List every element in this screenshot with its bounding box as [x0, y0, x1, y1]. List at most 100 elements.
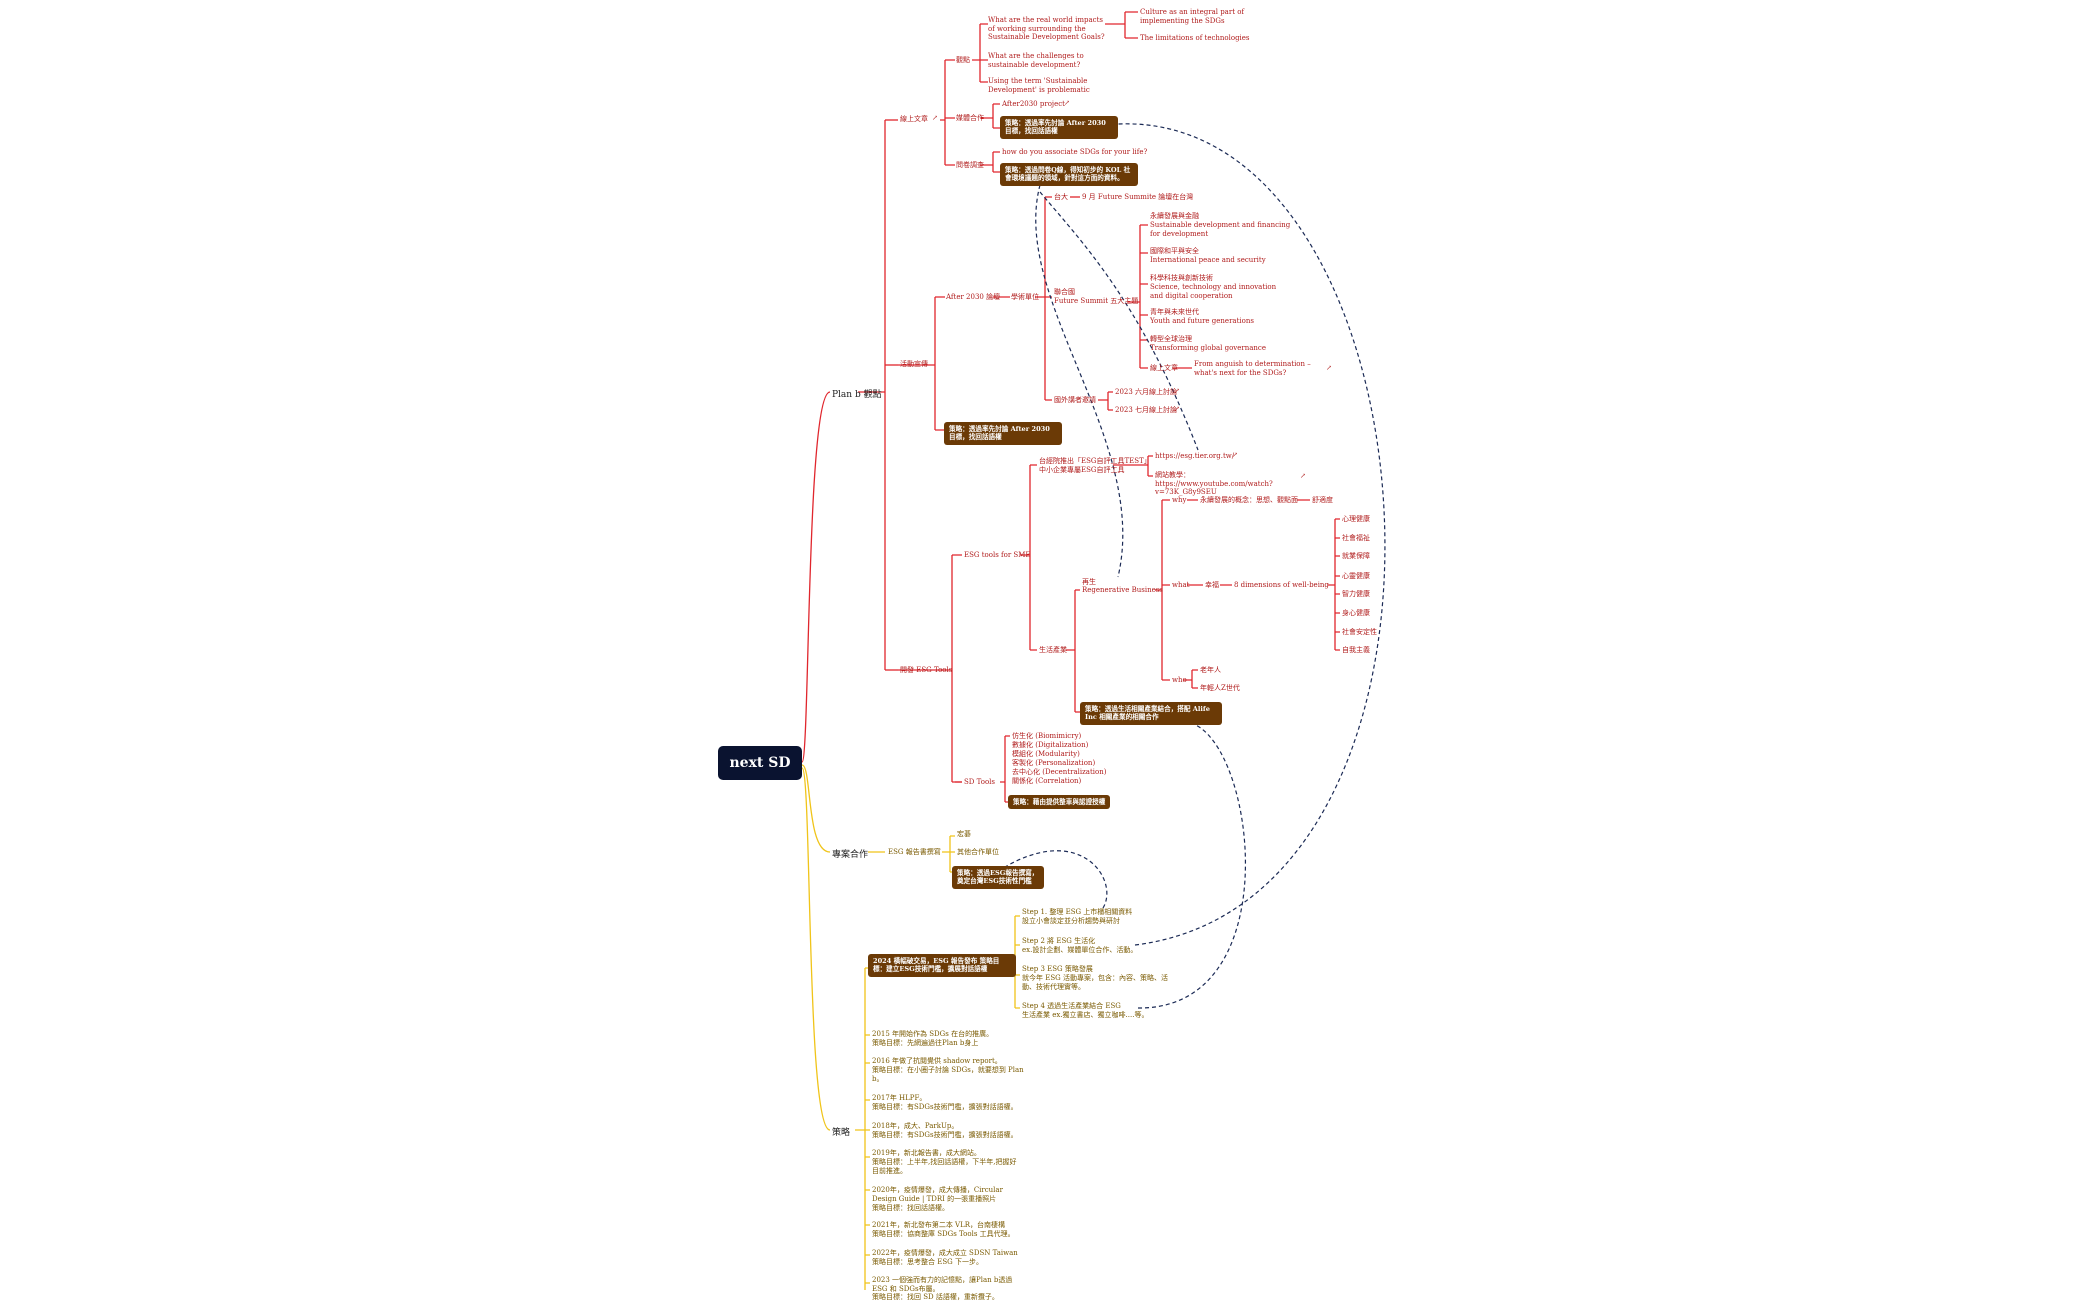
- external-link-icon[interactable]: ↗: [932, 114, 938, 122]
- topic-9: Transforming global governance: [1150, 344, 1266, 352]
- branch-project[interactable]: 專案合作: [832, 850, 869, 860]
- history-line-9: 2019年，新北報告書，成大網站。: [872, 1149, 981, 1157]
- node-who-elderly[interactable]: 老年人: [1200, 666, 1221, 674]
- node-q2[interactable]: What are the challenges to sustainable d…: [988, 52, 1084, 69]
- external-link-icon[interactable]: ↗: [1232, 451, 1238, 459]
- node-july[interactable]: 2023 七月線上討論: [1115, 406, 1178, 414]
- root-node[interactable]: next SD: [718, 746, 802, 780]
- node-esg-test[interactable]: 台經院推出「ESG自評工具TEST」: [1039, 457, 1151, 465]
- history-line-14: 策略目標：找回話語權。: [872, 1204, 949, 1212]
- node-q1[interactable]: What are the real world impacts of worki…: [988, 16, 1105, 42]
- node-other-partners[interactable]: 其他合作單位: [957, 848, 999, 856]
- topic-6: 青年與未來世代: [1150, 308, 1199, 316]
- node-dimensions[interactable]: 8 dimensions of well-being: [1234, 581, 1329, 589]
- node-esg-tools[interactable]: 開發 ESG Tools: [900, 666, 953, 674]
- topic-7: Youth and future generations: [1150, 317, 1254, 325]
- node-who[interactable]: who: [1172, 676, 1187, 684]
- node-esg-test-sub[interactable]: 中小企業專屬ESG自評工具: [1039, 466, 1125, 474]
- node-q1-culture[interactable]: Culture as an integral part of implement…: [1140, 8, 1245, 25]
- history-line-19: 2023 一個強而有力的記憶點，讓Plan b透過: [872, 1276, 1013, 1284]
- dimension-7: 自我主義: [1342, 646, 1370, 654]
- node-what[interactable]: what: [1172, 581, 1190, 589]
- node-regen-en[interactable]: Regenerative Business: [1082, 586, 1163, 594]
- history-line-0: 2015 年開始作為 SDGs 在台的推廣。: [872, 1030, 994, 1038]
- topic-8: 轉型全球治理: [1150, 335, 1192, 343]
- dimension-4: 智力健康: [1342, 590, 1370, 598]
- node-taida[interactable]: 台大: [1054, 193, 1068, 201]
- node-june[interactable]: 2023 六月線上討論: [1115, 388, 1178, 396]
- node-view[interactable]: 觀點: [956, 56, 970, 64]
- node-un-topics[interactable]: Future Summit 五大主題: [1054, 297, 1139, 305]
- node-after2030-forum[interactable]: After 2030 論壇: [946, 293, 1001, 301]
- history-line-21: 策略目標：找回 SD 話語權，重新攬子。: [872, 1293, 999, 1301]
- node-esg-report[interactable]: ESG 報告書撰寫: [888, 848, 941, 856]
- external-link-icon[interactable]: ↗: [1326, 364, 1332, 372]
- history-line-5: 2017年 HLPF。: [872, 1094, 927, 1102]
- history-line-15: 2021年，新北發布第二本 VLR，台南棲構: [872, 1221, 1006, 1229]
- node-sd-tools[interactable]: SD Tools: [964, 778, 996, 786]
- history-line-20: ESG 和 SDGs布屬。: [872, 1285, 940, 1293]
- history-line-7: 2018年，成大、ParkUp。: [872, 1122, 959, 1130]
- node-why-concept[interactable]: 永續發展的概念：思想、觀點面: [1200, 496, 1298, 504]
- history-line-12: 2020年，疫情爆發，成大傳播，Circular: [872, 1186, 1003, 1194]
- node-life-industry[interactable]: 生活產業: [1039, 646, 1067, 654]
- history-line-3: 策略目標：在小圈子討論 SDGs，就要想到 Plan: [872, 1066, 1024, 1074]
- node-after2030-project[interactable]: After2030 project: [1002, 100, 1065, 108]
- dimension-1: 社會福祉: [1342, 534, 1370, 542]
- step-2-detail: ex.設計企劃、媒體單位合作、活動。: [1022, 946, 1138, 954]
- node-survey[interactable]: 問卷調查: [956, 161, 984, 169]
- sd-tool-3: 客製化 (Personalization): [1012, 759, 1096, 767]
- dimension-5: 身心健康: [1342, 609, 1370, 617]
- branch-strategy[interactable]: 策略: [832, 1128, 851, 1138]
- node-wellbeing[interactable]: 幸福: [1205, 581, 1219, 589]
- node-events[interactable]: 活動宣傳: [900, 360, 928, 368]
- node-comfort[interactable]: 舒適度: [1312, 496, 1333, 504]
- node-survey-question[interactable]: how do you associate SDGs for your life?: [1002, 148, 1148, 156]
- external-link-icon[interactable]: ↗: [1174, 387, 1180, 395]
- topic-4: 科學科技與創新技術: [1150, 274, 1213, 282]
- dimension-6: 社會安定性: [1342, 628, 1377, 636]
- external-link-icon[interactable]: ↗: [1064, 99, 1070, 107]
- dimension-3: 心靈健康: [1342, 572, 1370, 580]
- dimension-2: 就業保障: [1342, 552, 1370, 560]
- node-acer[interactable]: 宏碁: [957, 830, 971, 838]
- external-link-icon[interactable]: ↗: [1174, 405, 1180, 413]
- history-line-2: 2016 年做了抗閱覺供 shadow report。: [872, 1057, 1002, 1065]
- dimension-0: 心理健康: [1342, 515, 1370, 523]
- strategy-box-2024[interactable]: 2024 橫幅破交易，ESG 報告發布 策略目標：建立ESG技術門檻，擴展對話語…: [868, 954, 1016, 977]
- topic-0: 永續發展與金融: [1150, 212, 1199, 220]
- node-future-summit-sep[interactable]: 9 月 Future Summite 論壇在台灣: [1082, 193, 1194, 201]
- node-intl-speakers[interactable]: 國外講者邀請: [1054, 396, 1096, 404]
- sd-tool-5: 關係化 (Correlation): [1012, 777, 1082, 785]
- node-why[interactable]: why: [1172, 496, 1187, 504]
- node-anguish[interactable]: From anguish to determination – what's n…: [1194, 360, 1311, 377]
- node-q3[interactable]: Using the term 'Sustainable Development'…: [988, 77, 1090, 94]
- branch-planb[interactable]: Plan b 觀點: [832, 390, 882, 400]
- step-3: Step 3 ESG 策略發展: [1022, 965, 1093, 973]
- node-un[interactable]: 聯合國: [1054, 288, 1075, 296]
- node-q1-tech[interactable]: The limitations of technologies: [1140, 34, 1250, 42]
- node-academic[interactable]: 學術單位: [1011, 293, 1039, 301]
- topic-1: Sustainable development and financing fo…: [1150, 221, 1291, 238]
- strategy-box-life[interactable]: 策略：透過生活相關產業結合，搭配 Alife Inc 相關產業的相關合作: [1080, 702, 1222, 725]
- node-url-teach[interactable]: 網站教學：https://www.youtube.com/watch?v=73K…: [1155, 471, 1273, 497]
- external-link-icon[interactable]: ↗: [1300, 472, 1306, 480]
- node-who-genz[interactable]: 年輕人Z世代: [1200, 684, 1240, 692]
- node-online-articles[interactable]: 線上文章: [900, 115, 928, 123]
- strategy-box-media[interactable]: 策略：透過率先討論 After 2030 目標，找回話語權: [1000, 116, 1118, 139]
- node-un-online[interactable]: 線上文章: [1150, 364, 1178, 372]
- topic-3: International peace and security: [1150, 256, 1266, 264]
- node-regen[interactable]: 再生: [1082, 578, 1096, 586]
- history-line-18: 策略目標：思考整合 ESG 下一步。: [872, 1258, 983, 1266]
- step-2: Step 2 將 ESG 生活化: [1022, 937, 1096, 945]
- node-media[interactable]: 媒體合作: [956, 114, 984, 122]
- strategy-box-sd[interactable]: 策略：藉由提供整車與認證授權: [1008, 795, 1111, 810]
- history-line-13: Design Guide | TDRI 的一張重播照片: [872, 1195, 997, 1203]
- strategy-box-survey[interactable]: 策略：透過問卷Q線，得知初步的 KOL 社會環境議題的領域，針對這方面的資料。: [1000, 163, 1138, 186]
- strategy-box-project[interactable]: 策略：透過ESG報告撰寫，奠定台灣ESG技術性門檻: [952, 866, 1044, 889]
- strategy-box-events[interactable]: 策略：透過率先討論 After 2030 目標，找回話語權: [944, 422, 1062, 445]
- node-esg-sme[interactable]: ESG tools for SME: [964, 551, 1031, 559]
- step-4: Step 4 透過生活產業結合 ESG: [1022, 1002, 1121, 1010]
- node-url-esg[interactable]: https://esg.tier.org.tw/: [1155, 452, 1235, 460]
